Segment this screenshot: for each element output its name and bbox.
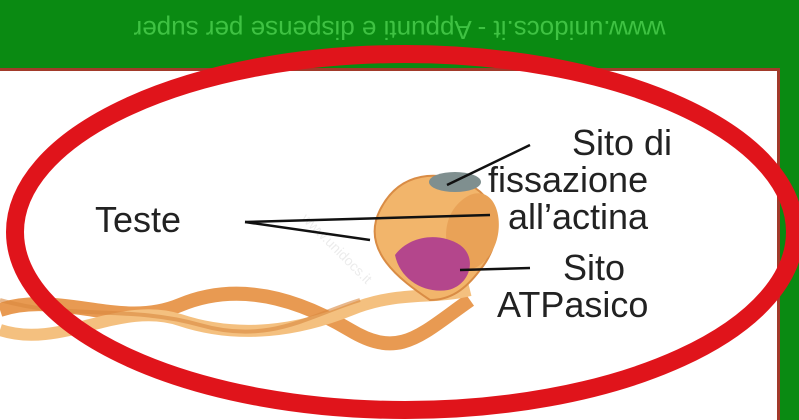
label-heads: Teste [95,202,181,238]
label-binding-site-2: fissazione [488,162,648,198]
label-binding-site-3: all’actina [508,199,648,235]
label-atpase-1: Sito [563,250,625,286]
myosin-head [375,172,499,300]
label-atpase-2: ATPasico [497,287,648,323]
label-binding-site-1: Sito di [572,125,672,161]
